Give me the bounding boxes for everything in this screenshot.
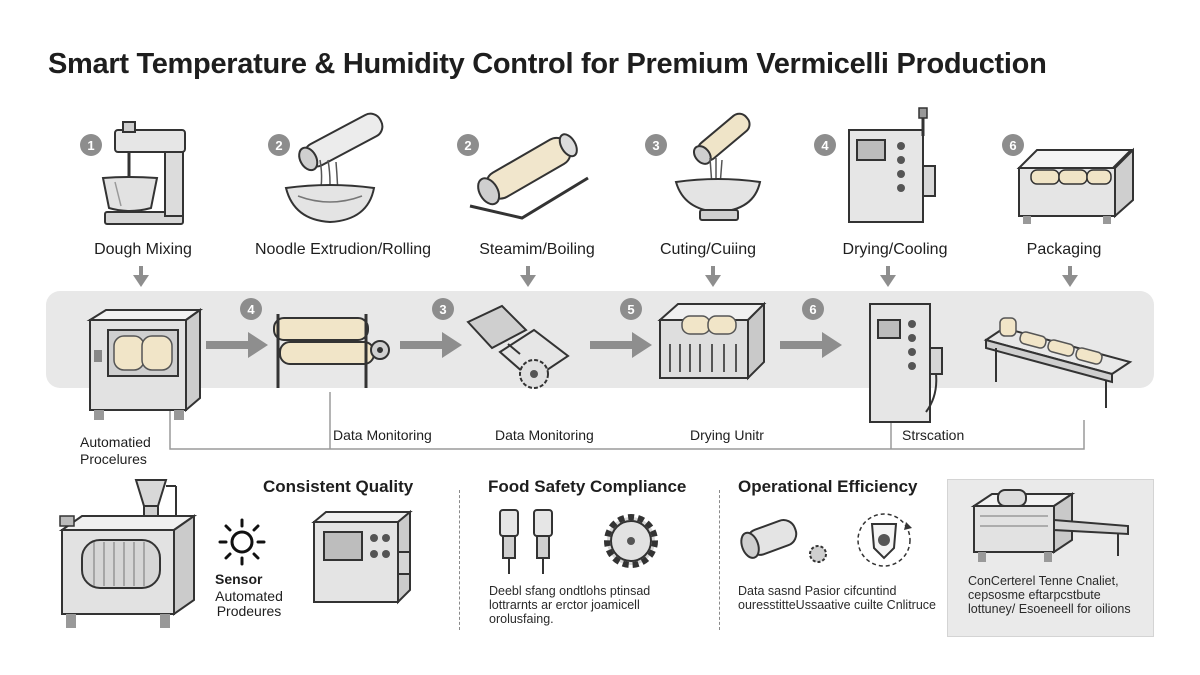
sensor-probes-icon [499, 509, 553, 574]
step-number-badge: 3 [645, 134, 667, 156]
down-arrow-icon [133, 266, 149, 287]
drying-cabinet-icon [848, 107, 936, 223]
sensor-label: Sensor [215, 571, 263, 587]
conveyor-machine-icon [970, 489, 1129, 562]
step-number-badge: 2 [457, 134, 479, 156]
flow-arrow-icon [590, 332, 652, 358]
roller-press-icon [273, 314, 390, 388]
callout-description: ConCerterel Tenne Cnaliet, cepsosme efta… [968, 574, 1131, 616]
steam-cabinet-icon [86, 308, 204, 420]
step-label-extrusion: Noodle Extrudion/Rolling [254, 241, 432, 258]
label-data-monitoring-2: Data Monitoring [495, 427, 594, 443]
flow-arrow-icon [780, 332, 842, 358]
band-number-badge: 5 [620, 298, 642, 320]
packaging-machine-icon [1016, 147, 1134, 224]
step-label-dough-mixing: Dough Mixing [94, 241, 192, 258]
label-station: Strscation [902, 427, 965, 443]
roller-cutter-icon [740, 519, 827, 563]
step-number-badge: 6 [1002, 134, 1024, 156]
dough-mixer-icon [101, 121, 186, 225]
label-automated-procedures: Automatied Procelures [80, 434, 151, 467]
section-title-consistent-quality: Consistent Quality [263, 477, 414, 496]
steamer-roller-icon [469, 133, 589, 220]
process-band [46, 291, 1154, 388]
down-arrow-icon [1062, 266, 1078, 287]
label-data-monitoring-1: Data Monitoring [333, 427, 432, 443]
conveyor-belt-icon [983, 317, 1133, 408]
gear-icon [604, 514, 658, 568]
mixing-bowl-icon [674, 112, 762, 221]
step-number-badge: 4 [814, 134, 836, 156]
automated-label: Automated Prodeures [215, 588, 283, 619]
flow-arrow-icon [400, 332, 462, 358]
sun-sensor-icon [218, 518, 266, 566]
section-divider [459, 490, 460, 630]
cutting-blade-icon [466, 304, 570, 389]
down-arrow-icon [520, 266, 536, 287]
section-divider [719, 490, 720, 630]
section-title-food-safety: Food Safety Compliance [488, 477, 687, 496]
drum-dryer-icon [58, 479, 198, 628]
drying-tray-icon [657, 301, 767, 381]
step-number-badge: 2 [268, 134, 290, 156]
step-label-packaging: Packaging [1026, 241, 1102, 258]
flow-arrow-icon [206, 332, 268, 358]
control-cabinet-icon [869, 303, 943, 423]
step-label-steaming: Steamim/Boiling [479, 241, 595, 258]
control-panel-icon [311, 509, 413, 605]
label-drying-unit: Drying Unitr [690, 427, 764, 443]
extruder-bowl-icon [284, 112, 384, 224]
down-arrow-icon [705, 266, 721, 287]
step-label-drying: Drying/Cooling [842, 241, 948, 258]
section-title-operational-efficiency: Operational Efficiency [738, 477, 918, 496]
food-safety-description: Deebl sfang ondtlohs ptinsad lottrarnts … [489, 584, 651, 626]
operational-efficiency-description: Data sasnd Pasior cifcuntind ouresstitte… [738, 584, 936, 612]
page-title: Smart Temperature & Humidity Control for… [48, 48, 1047, 80]
step-label-cutting: Cuting/Cuiing [659, 241, 757, 258]
step-number-badge: 1 [80, 134, 102, 156]
band-number-badge: 3 [432, 298, 454, 320]
rotation-cycle-icon [857, 513, 912, 567]
band-number-badge: 4 [240, 298, 262, 320]
down-arrow-icon [880, 266, 896, 287]
band-number-badge: 6 [802, 298, 824, 320]
